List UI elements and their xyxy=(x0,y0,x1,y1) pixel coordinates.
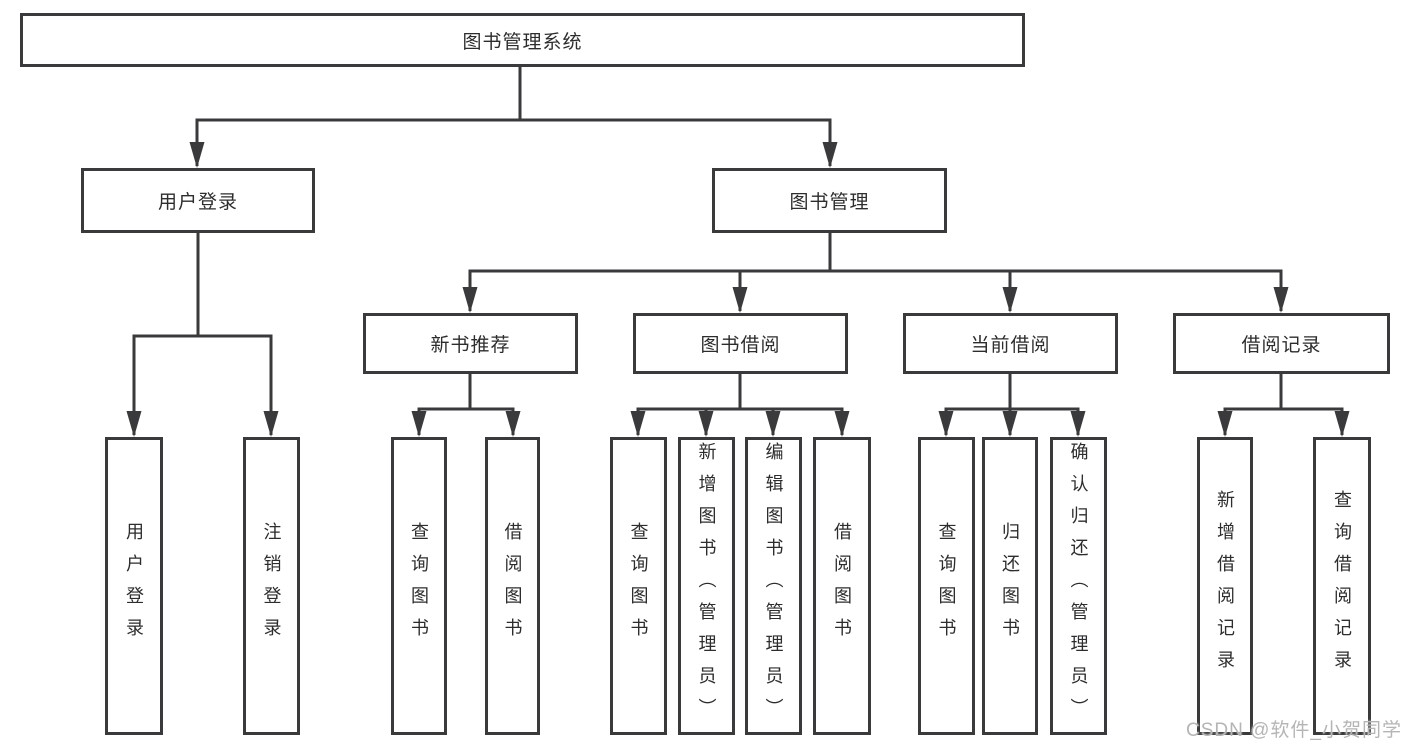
leaf-cb-return-books: 归还图书 xyxy=(982,437,1038,735)
leaf-nbr-borrow-books: 借阅图书 xyxy=(485,437,540,735)
leaf-cb-query-books: 查询图书 xyxy=(918,437,975,735)
leaf-cb-confirm-return-admin: 确认归还（管理员） xyxy=(1050,437,1107,735)
connector-borrow-record-children xyxy=(1217,374,1350,437)
connector-current-borrow-children xyxy=(938,374,1086,437)
leaf-bb-query-books: 查询图书 xyxy=(610,437,667,735)
connector-user-login-children xyxy=(126,233,279,437)
leaf-br-query-borrow-record: 查询借阅记录 xyxy=(1313,437,1371,735)
node-book-management: 图书管理 xyxy=(712,168,947,233)
connector-new-book-recommend-children xyxy=(411,374,521,437)
connector-book-borrow-children xyxy=(630,374,850,437)
node-book-borrow: 图书借阅 xyxy=(633,313,848,374)
node-borrow-record: 借阅记录 xyxy=(1173,313,1390,374)
leaf-logout: 注销登录 xyxy=(243,437,300,735)
connector-book-management-to-modules xyxy=(462,233,1289,313)
node-user-login: 用户登录 xyxy=(81,168,315,233)
node-root: 图书管理系统 xyxy=(20,13,1025,67)
leaf-bb-edit-book-admin: 编辑图书（管理员） xyxy=(745,437,802,735)
csdn-watermark: CSDN @软件_小贺同学 xyxy=(1186,720,1402,741)
connector-root-to-level2 xyxy=(189,67,838,168)
leaf-nbr-query-books: 查询图书 xyxy=(391,437,447,735)
leaf-bb-borrow-books: 借阅图书 xyxy=(813,437,871,735)
node-current-borrow: 当前借阅 xyxy=(903,313,1118,374)
node-new-book-recommend: 新书推荐 xyxy=(363,313,578,374)
leaf-br-add-borrow-record: 新增借阅记录 xyxy=(1197,437,1253,735)
leaf-bb-add-book-admin: 新增图书（管理员） xyxy=(678,437,735,735)
leaf-user-login: 用户登录 xyxy=(105,437,163,735)
